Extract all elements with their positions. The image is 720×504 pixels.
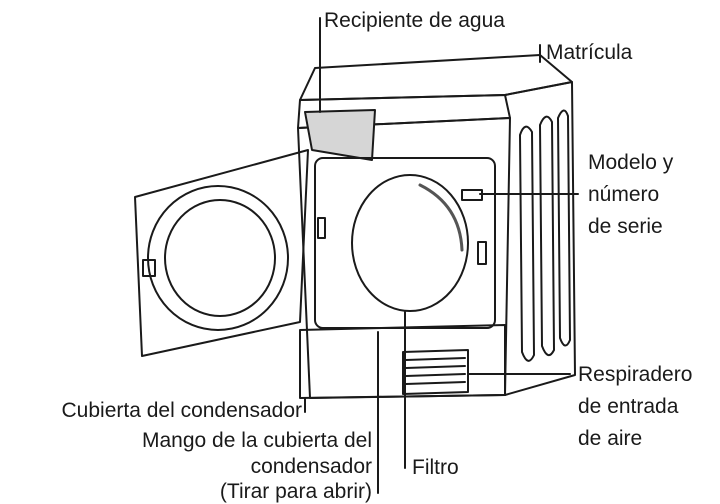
label-condenser-handle-1: Mango de la cubierta del bbox=[142, 428, 372, 453]
label-model-serial-3: de serie bbox=[588, 214, 663, 239]
water-container-drawer bbox=[305, 110, 375, 160]
side-rib bbox=[520, 127, 534, 361]
label-model-serial-1: Modelo y bbox=[588, 150, 673, 175]
label-model-serial-2: número bbox=[588, 182, 659, 207]
door-window-inner bbox=[165, 200, 275, 316]
drum-opening bbox=[352, 175, 468, 311]
label-condenser-cover: Cubierta del condensador bbox=[62, 398, 303, 423]
door-window bbox=[148, 186, 288, 330]
dryer-top-panel bbox=[300, 55, 572, 100]
label-air-vent-3: de aire bbox=[578, 426, 642, 451]
hinge bbox=[318, 218, 325, 238]
open-door bbox=[135, 150, 308, 356]
side-rib bbox=[540, 117, 554, 355]
side-rib bbox=[558, 110, 570, 345]
model-plate bbox=[462, 190, 482, 200]
label-air-vent-2: de entrada bbox=[578, 394, 678, 419]
label-water-container: Recipiente de agua bbox=[324, 8, 505, 33]
label-rating-plate: Matrícula bbox=[546, 40, 632, 65]
label-condenser-handle-3: (Tirar para abrir) bbox=[220, 479, 372, 504]
drum-inner-shade bbox=[420, 185, 462, 250]
air-vent-grille bbox=[403, 350, 468, 394]
label-condenser-handle-2: condensador bbox=[251, 454, 372, 479]
label-filter: Filtro bbox=[412, 455, 459, 480]
latch bbox=[478, 242, 486, 264]
label-air-vent-1: Respiradero bbox=[578, 362, 692, 387]
